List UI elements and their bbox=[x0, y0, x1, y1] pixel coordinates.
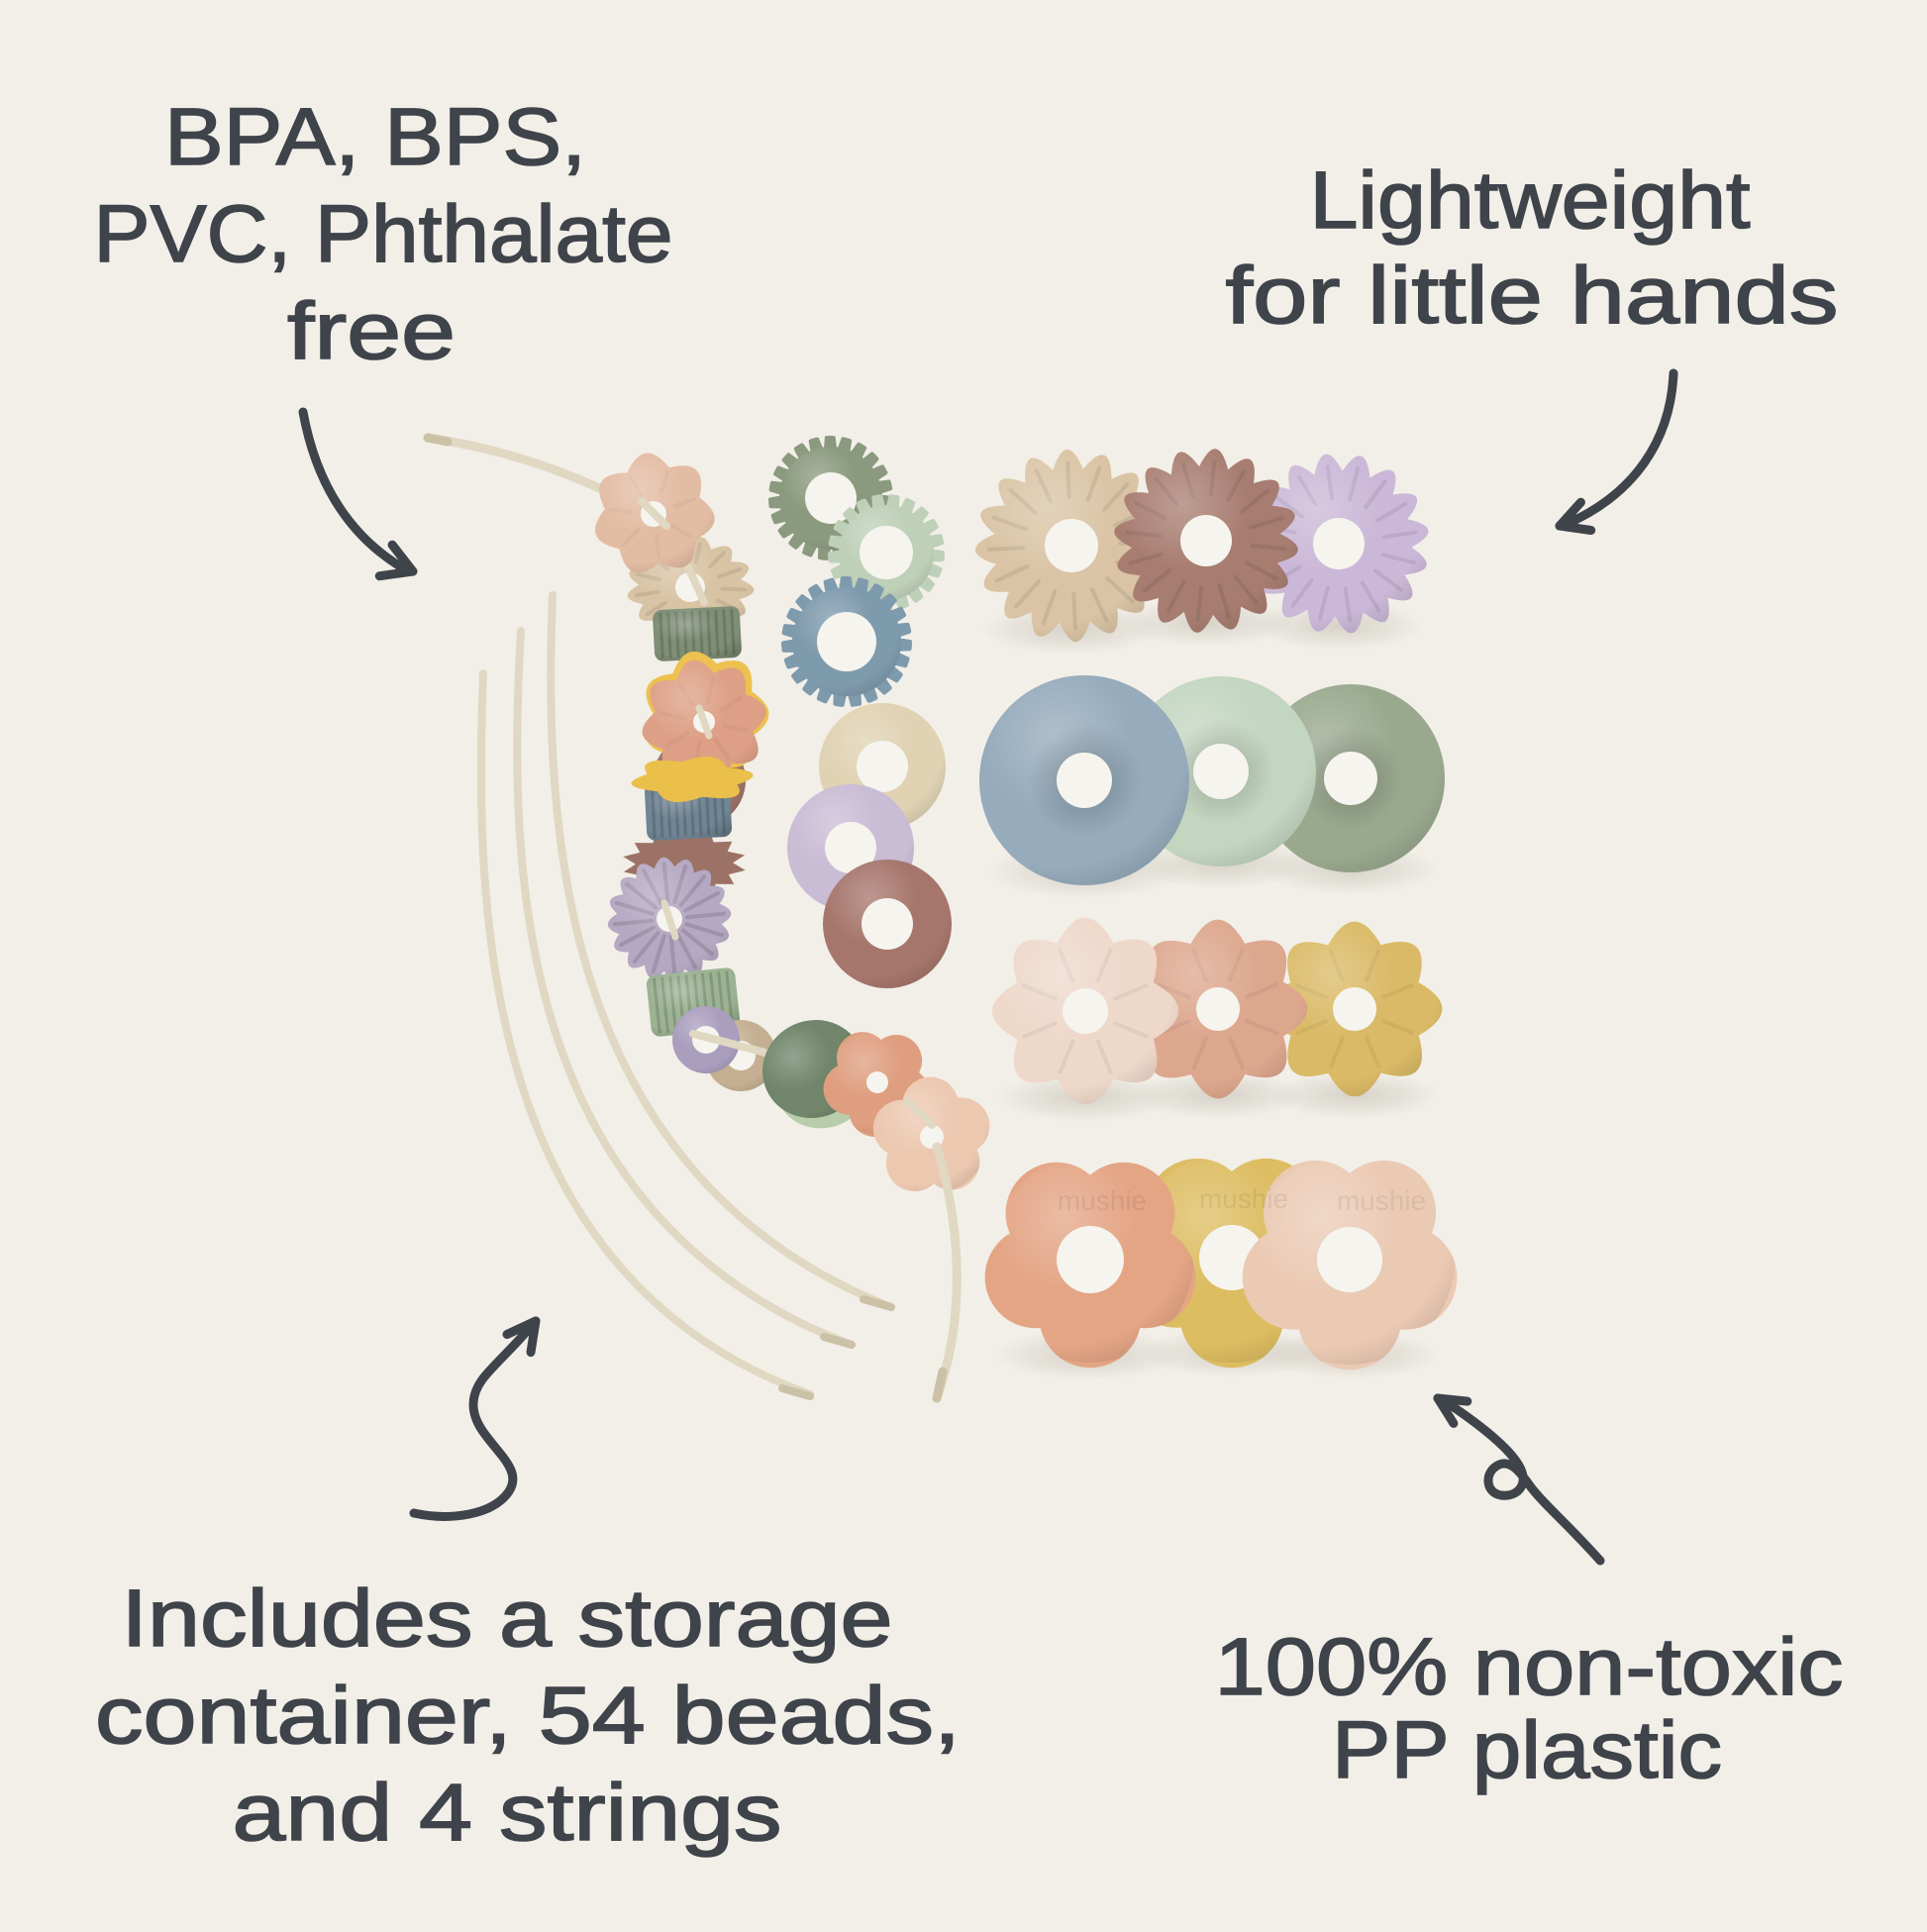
svg-text:PVC, Phthalate: PVC, Phthalate bbox=[94, 189, 673, 279]
svg-text:mushie: mushie bbox=[1058, 1185, 1147, 1216]
svg-text:and 4 strings: and 4 strings bbox=[233, 1768, 782, 1858]
svg-text:Includes a storage: Includes a storage bbox=[122, 1574, 893, 1664]
svg-text:mushie: mushie bbox=[1199, 1183, 1288, 1214]
svg-text:mushie: mushie bbox=[1337, 1185, 1426, 1216]
svg-text:free: free bbox=[287, 286, 456, 376]
svg-text:100% non-toxic: 100% non-toxic bbox=[1215, 1622, 1844, 1712]
svg-text:Lightweight: Lightweight bbox=[1310, 155, 1751, 246]
svg-text:container, 54 beads,: container, 54 beads, bbox=[95, 1671, 961, 1761]
svg-text:PP plastic: PP plastic bbox=[1332, 1705, 1722, 1795]
svg-text:for little hands: for little hands bbox=[1226, 251, 1839, 341]
svg-text:BPA, BPS,: BPA, BPS, bbox=[164, 92, 586, 182]
